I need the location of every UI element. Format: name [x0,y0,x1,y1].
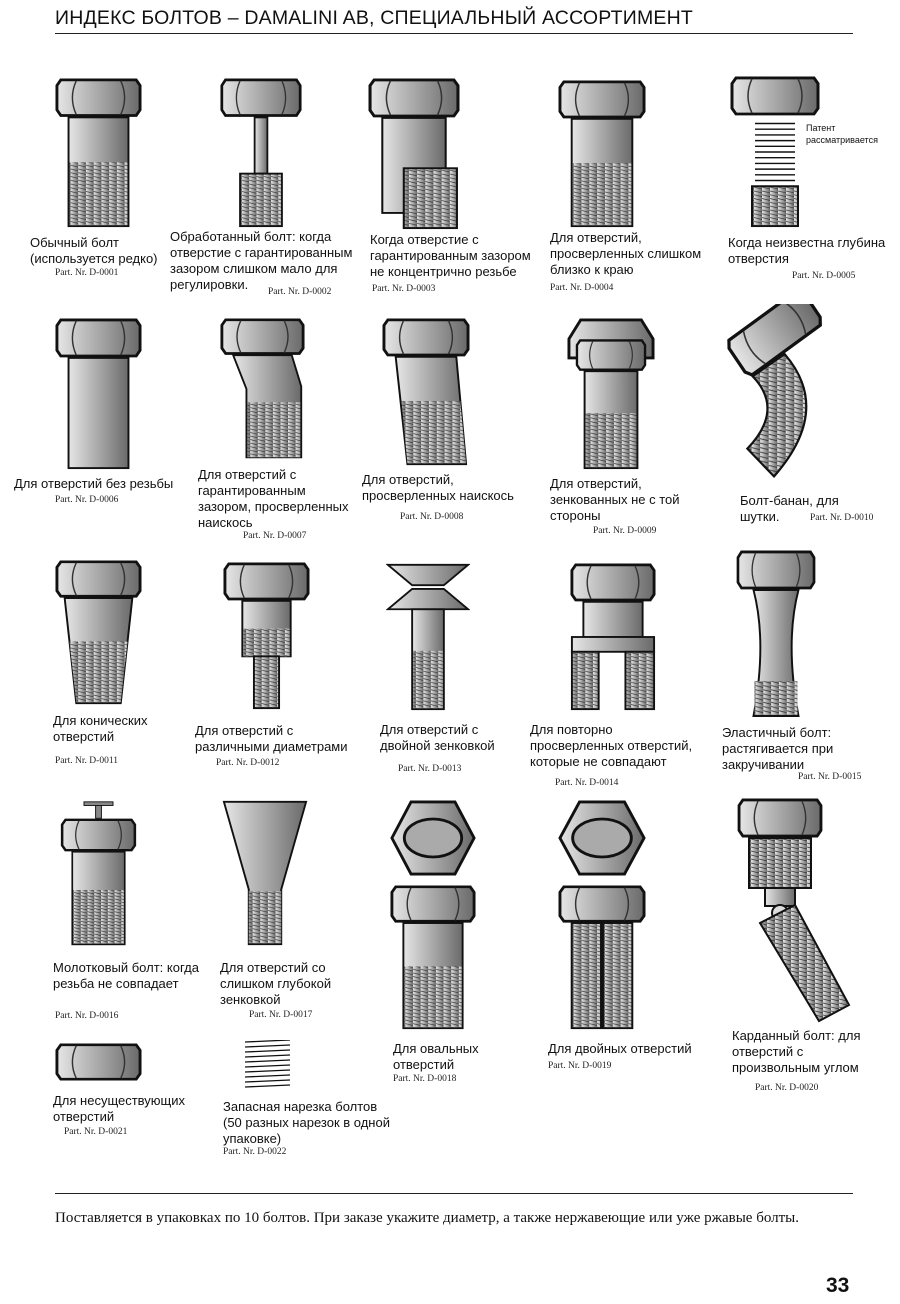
reverse-countersunk-bolt-icon [567,318,655,470]
oval-bolt-icon [390,885,476,1030]
plain-bolt-icon [55,78,142,228]
part-number: Part. Nr. D-0003 [372,284,436,294]
angled-bolt-icon [382,318,470,466]
item-caption: Для отверстий, просверленных наискось [362,472,514,503]
item-caption: Для овальных отверстий [393,1041,479,1072]
part-number: Part. Nr. D-0006 [55,495,119,505]
bent-bolt-icon [220,318,305,460]
footer-rule [55,1193,853,1194]
part-number: Part. Nr. D-0005 [792,271,856,281]
item-caption: Обычный болт (используется редко) [30,235,158,266]
machined-bolt-icon [220,78,302,228]
item-caption: Карданный болт: для отверстий с произвол… [732,1028,861,1075]
part-number: Part. Nr. D-0004 [550,283,614,293]
part-number: Part. Nr. D-0020 [755,1083,819,1093]
offset-bolt-icon [368,78,460,230]
page-number: 33 [826,1274,850,1297]
patent-note: Патент рассматривается [806,123,878,145]
oval-nut-icon [390,800,476,876]
double-bolt-icon [558,885,646,1030]
edge-bolt-icon [558,80,646,228]
conical-bolt-icon [55,560,142,705]
page-title: ИНДЕКС БОЛТОВ – DAMALINI AB, СПЕЦИАЛЬНЫЙ… [55,7,693,29]
head-only-bolt-icon [55,1043,142,1081]
part-number: Part. Nr. D-0016 [55,1011,119,1021]
part-number: Part. Nr. D-0008 [400,512,464,522]
spare-thread-icon [245,1040,290,1090]
part-number: Part. Nr. D-0019 [548,1061,612,1071]
part-number: Part. Nr. D-0022 [223,1147,287,1157]
cardan-bolt-icon [735,798,851,1026]
item-caption: Для отверстий со слишком глубокой зенков… [220,960,332,1007]
header-rule [55,33,853,34]
elastic-bolt-icon [732,550,820,718]
item-caption: Для отверстий с двойной зенковкой [380,722,495,753]
part-number: Part. Nr. D-0018 [393,1074,457,1084]
unthreaded-bolt-icon [55,318,142,470]
hammer-bolt-icon [55,800,142,946]
item-caption: Болт-банан, для шутки. [740,493,839,524]
item-caption: Для отверстий без резьбы [14,476,174,491]
double-hole-nut-icon [558,800,646,876]
deep-countersunk-bolt-icon [222,800,308,946]
part-number: Part. Nr. D-0010 [810,513,874,523]
part-number: Part. Nr. D-0009 [593,526,657,536]
item-caption: Молотковый болт: когда резьба не совпада… [53,960,199,991]
item-caption: Для отверстий, зенкованных не с той стор… [550,476,680,523]
item-caption: Когда отверстие с гарантированным зазоро… [370,232,531,279]
stepped-bolt-icon [223,562,310,710]
item-caption: Когда неизвестна глубина отверстия [728,235,886,266]
spring-bolt-icon [730,76,820,228]
part-number: Part. Nr. D-0002 [268,287,332,297]
item-caption: Запасная нарезка болтов (50 разных нарез… [223,1099,390,1146]
part-number: Part. Nr. D-0014 [555,778,619,788]
footer-note: Поставляется в упаковках по 10 болтов. П… [55,1210,800,1226]
forked-bolt-icon [570,563,656,711]
part-number: Part. Nr. D-0011 [55,756,118,766]
double-countersunk-bolt-icon [386,563,470,711]
part-number: Part. Nr. D-0017 [249,1010,313,1020]
part-number: Part. Nr. D-0021 [64,1127,128,1137]
part-number: Part. Nr. D-0007 [243,531,307,541]
item-caption: Для несуществующих отверстий [53,1093,186,1124]
item-caption: Для повторно просверленных отверстий, ко… [530,722,693,769]
item-caption: Обработанный болт: когда отверстие с гар… [170,229,353,292]
item-caption: Для двойных отверстий [548,1041,692,1056]
banana-bolt-icon [726,304,822,482]
item-caption: Эластичный болт: растягивается при закру… [722,725,834,772]
item-caption: Для отверстий с различными диаметрами [195,723,348,754]
item-caption: Для отверстий, просверленных слишком бли… [550,230,702,277]
item-caption: Для отверстий с гарантированным зазором,… [198,467,349,530]
part-number: Part. Nr. D-0015 [798,772,862,782]
part-number: Part. Nr. D-0012 [216,758,280,768]
part-number: Part. Nr. D-0013 [398,764,462,774]
part-number: Part. Nr. D-0001 [55,268,119,278]
item-caption: Для конических отверстий [53,713,148,744]
